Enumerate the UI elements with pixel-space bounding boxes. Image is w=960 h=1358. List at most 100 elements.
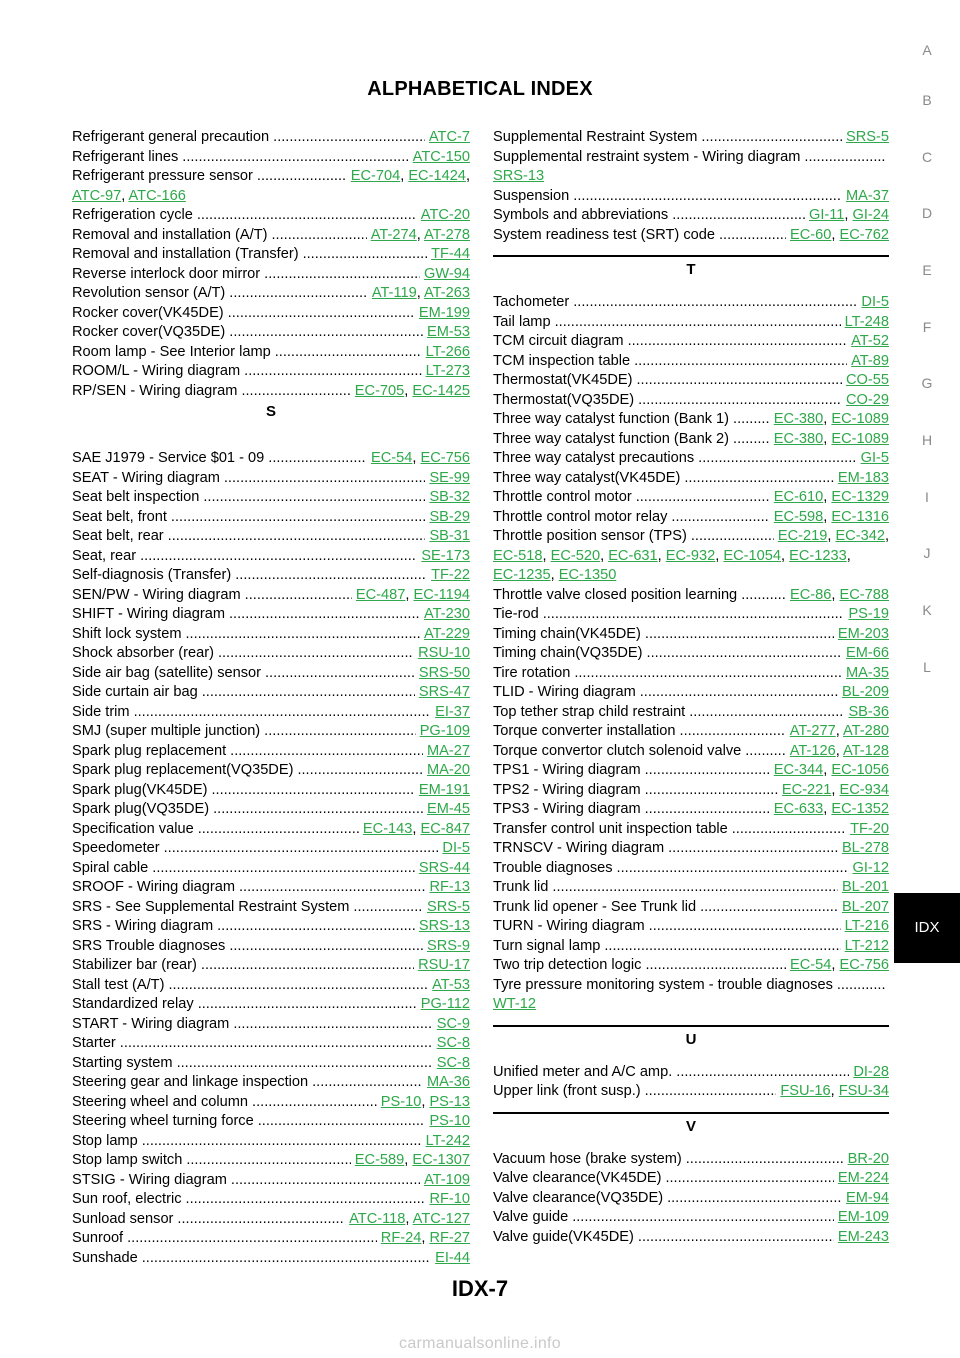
page-ref-link[interactable]: SRS-5 xyxy=(846,129,889,145)
page-ref-link[interactable]: GI-5 xyxy=(860,450,889,466)
page-ref-link[interactable]: EC-54 xyxy=(790,957,832,973)
page-ref-link[interactable]: EC-756 xyxy=(839,957,889,973)
page-ref-link[interactable]: EC-1425 xyxy=(412,382,470,399)
page-ref-link[interactable]: EC-219 xyxy=(777,528,828,544)
page-ref-link[interactable]: EC-1352 xyxy=(831,801,889,817)
page-ref-link[interactable]: EC-143 xyxy=(362,820,413,837)
page-ref-link[interactable]: SB-31 xyxy=(429,528,470,544)
page-ref-link[interactable]: MA-27 xyxy=(427,742,470,759)
section-tab-g[interactable]: G xyxy=(921,375,933,391)
page-ref-link[interactable]: BL-278 xyxy=(841,840,889,856)
page-ref-link[interactable]: PS-13 xyxy=(429,1093,470,1110)
page-ref-link[interactable]: ATC-20 xyxy=(420,207,470,223)
page-ref-link[interactable]: ATC-166 xyxy=(128,187,186,204)
page-ref-link[interactable]: SRS-50 xyxy=(418,664,470,681)
page-ref-link[interactable]: PG-112 xyxy=(420,996,470,1012)
page-ref-link[interactable]: TF-22 xyxy=(431,567,470,583)
page-ref-link[interactable]: BL-201 xyxy=(841,879,889,895)
page-ref-link[interactable]: AT-52 xyxy=(851,333,889,349)
page-ref-link[interactable]: EC-756 xyxy=(420,450,470,466)
page-ref-link[interactable]: EC-1194 xyxy=(413,586,470,603)
page-ref-link[interactable]: EC-932 xyxy=(665,547,716,564)
page-ref-link[interactable]: SRS-9 xyxy=(427,937,470,954)
page-ref-link[interactable]: EC-1089 xyxy=(831,411,889,427)
page-ref-link[interactable]: FSU-34 xyxy=(838,1083,889,1099)
page-ref-link[interactable]: DI-28 xyxy=(853,1063,889,1080)
page-ref-link[interactable]: AT-119 xyxy=(371,285,417,301)
section-tab-i[interactable]: I xyxy=(925,489,929,505)
page-ref-link[interactable]: FSU-16 xyxy=(780,1083,831,1099)
page-ref-link[interactable]: SE-99 xyxy=(429,469,470,486)
page-ref-link[interactable]: GI-12 xyxy=(852,859,890,876)
page-ref-link[interactable]: EC-610 xyxy=(773,489,824,505)
section-tab-j[interactable]: J xyxy=(923,545,931,561)
page-ref-link[interactable]: EM-45 xyxy=(427,801,470,817)
page-ref-link[interactable]: EM-203 xyxy=(837,625,889,642)
page-ref-link[interactable]: EC-705 xyxy=(354,382,405,399)
page-ref-link[interactable]: LT-248 xyxy=(844,313,889,330)
page-ref-link[interactable]: SC-8 xyxy=(436,1054,470,1071)
page-ref-link[interactable]: EC-1054 xyxy=(723,547,781,564)
page-ref-link[interactable]: ATC-7 xyxy=(428,129,470,145)
page-ref-link[interactable]: EC-633 xyxy=(773,801,824,817)
page-ref-link[interactable]: AT-230 xyxy=(424,606,470,622)
page-ref-link[interactable]: EC-1233 xyxy=(789,547,847,564)
page-ref-link[interactable]: LT-273 xyxy=(425,363,470,379)
page-ref-link[interactable]: EC-380 xyxy=(773,411,824,427)
section-tab-f[interactable]: F xyxy=(922,319,932,335)
page-ref-link[interactable]: EM-53 xyxy=(427,324,470,340)
page-ref-link[interactable]: EC-847 xyxy=(420,820,470,837)
page-ref-link[interactable]: LT-216 xyxy=(844,918,889,934)
page-ref-link[interactable]: MA-20 xyxy=(427,762,470,778)
section-tab-idx[interactable]: IDX xyxy=(894,893,960,963)
page-ref-link[interactable]: PG-109 xyxy=(419,723,470,739)
page-ref-link[interactable]: EC-1329 xyxy=(831,489,889,505)
page-ref-link[interactable]: LT-242 xyxy=(425,1132,470,1149)
page-ref-link[interactable]: AT-274 xyxy=(370,226,417,243)
page-ref-link[interactable]: EM-243 xyxy=(837,1228,889,1245)
page-ref-link[interactable]: RF-10 xyxy=(429,1191,470,1207)
page-ref-link[interactable]: AT-126 xyxy=(789,742,836,759)
page-ref-link[interactable]: EC-221 xyxy=(781,781,832,798)
page-ref-link[interactable]: EC-1424 xyxy=(408,168,466,184)
page-ref-link[interactable]: BL-207 xyxy=(841,898,889,915)
page-ref-link[interactable]: SRS-13 xyxy=(493,168,545,184)
page-ref-link[interactable]: CO-29 xyxy=(846,391,889,408)
page-ref-link[interactable]: EM-66 xyxy=(846,645,889,661)
section-tab-a[interactable]: A xyxy=(922,42,932,58)
section-tab-k[interactable]: K xyxy=(922,602,932,618)
page-ref-link[interactable]: EC-518 xyxy=(493,547,543,564)
page-ref-link[interactable]: LT-266 xyxy=(425,343,470,360)
page-ref-link[interactable]: GI-11 xyxy=(808,207,845,223)
page-ref-link[interactable]: EC-86 xyxy=(790,586,832,603)
section-tab-l[interactable]: L xyxy=(923,659,931,675)
page-ref-link[interactable]: LT-212 xyxy=(844,937,889,954)
page-ref-link[interactable]: EC-1316 xyxy=(831,508,889,525)
page-ref-link[interactable]: TF-20 xyxy=(850,820,889,837)
page-ref-link[interactable]: EC-344 xyxy=(773,762,824,778)
page-ref-link[interactable]: SRS-13 xyxy=(418,918,470,934)
page-ref-link[interactable]: EC-1350 xyxy=(558,567,617,583)
section-tab-h[interactable]: H xyxy=(921,432,933,448)
page-ref-link[interactable]: RF-27 xyxy=(429,1230,470,1246)
page-ref-link[interactable]: EC-520 xyxy=(550,547,601,564)
page-ref-link[interactable]: AT-53 xyxy=(432,976,470,993)
page-ref-link[interactable]: PS-10 xyxy=(380,1093,422,1110)
page-ref-link[interactable]: EC-631 xyxy=(608,547,658,564)
page-ref-link[interactable]: EM-224 xyxy=(837,1170,889,1186)
page-ref-link[interactable]: PS-10 xyxy=(429,1113,470,1129)
section-tab-d[interactable]: D xyxy=(921,205,933,221)
page-ref-link[interactable]: SE-173 xyxy=(421,547,470,564)
page-ref-link[interactable]: CO-55 xyxy=(846,372,889,388)
page-ref-link[interactable]: EC-589 xyxy=(354,1152,405,1168)
page-ref-link[interactable]: SC-8 xyxy=(436,1035,470,1051)
page-ref-link[interactable]: MA-35 xyxy=(846,664,889,681)
page-ref-link[interactable]: WT-12 xyxy=(493,996,536,1012)
page-ref-link[interactable]: ATC-150 xyxy=(412,148,470,165)
section-tab-e[interactable]: E xyxy=(922,262,932,278)
page-ref-link[interactable]: EM-183 xyxy=(837,469,889,486)
page-ref-link[interactable]: GW-94 xyxy=(424,265,470,282)
page-ref-link[interactable]: EM-199 xyxy=(418,304,470,321)
page-ref-link[interactable]: MA-37 xyxy=(846,187,889,204)
page-ref-link[interactable]: SRS-5 xyxy=(427,898,470,915)
